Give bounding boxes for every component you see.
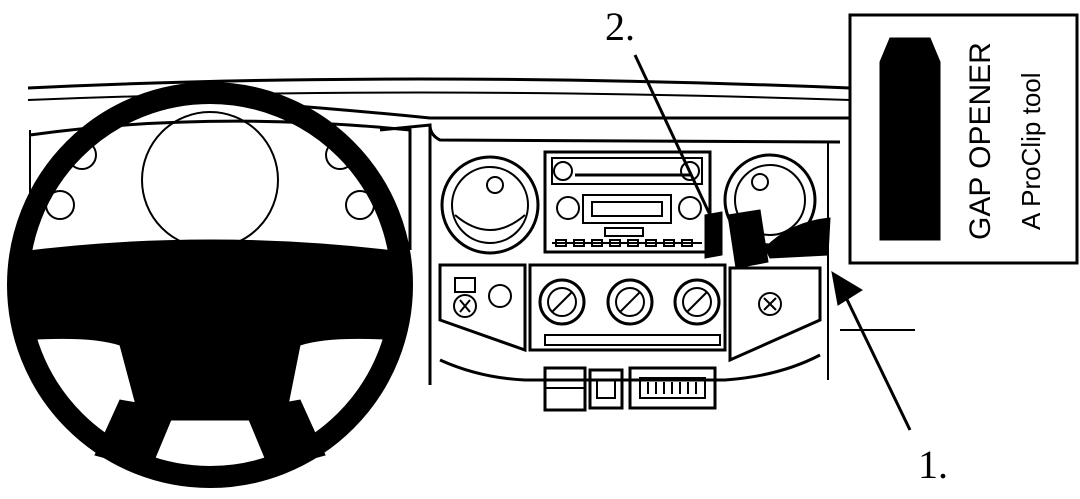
clip-tab [831, 271, 863, 306]
callout-2-leader [633, 54, 712, 216]
speedometer-gauge [141, 111, 279, 249]
right-switch-panel [728, 266, 822, 363]
mounting-bracket [704, 209, 863, 306]
radio-unit [543, 150, 712, 254]
gap-opener-tool-icon [879, 37, 941, 241]
tool-name-label: GAP OPENER [964, 42, 997, 240]
radio-preset-buttons [555, 239, 693, 247]
callout-1-leader [838, 284, 912, 431]
steering-wheel [7, 82, 413, 488]
left-switch-panel [438, 263, 527, 353]
lower-console [439, 353, 821, 412]
callout-label-1: 1. [918, 442, 948, 487]
callout-label-2: 2. [605, 4, 635, 49]
tool-brand-label: A ProClip tool [1016, 72, 1046, 230]
callout-leaders [633, 54, 912, 431]
left-air-vent [440, 155, 540, 255]
climate-control-panel [528, 263, 727, 352]
gap-opener-tool-box: GAP OPENER A ProClip tool [848, 13, 1079, 265]
